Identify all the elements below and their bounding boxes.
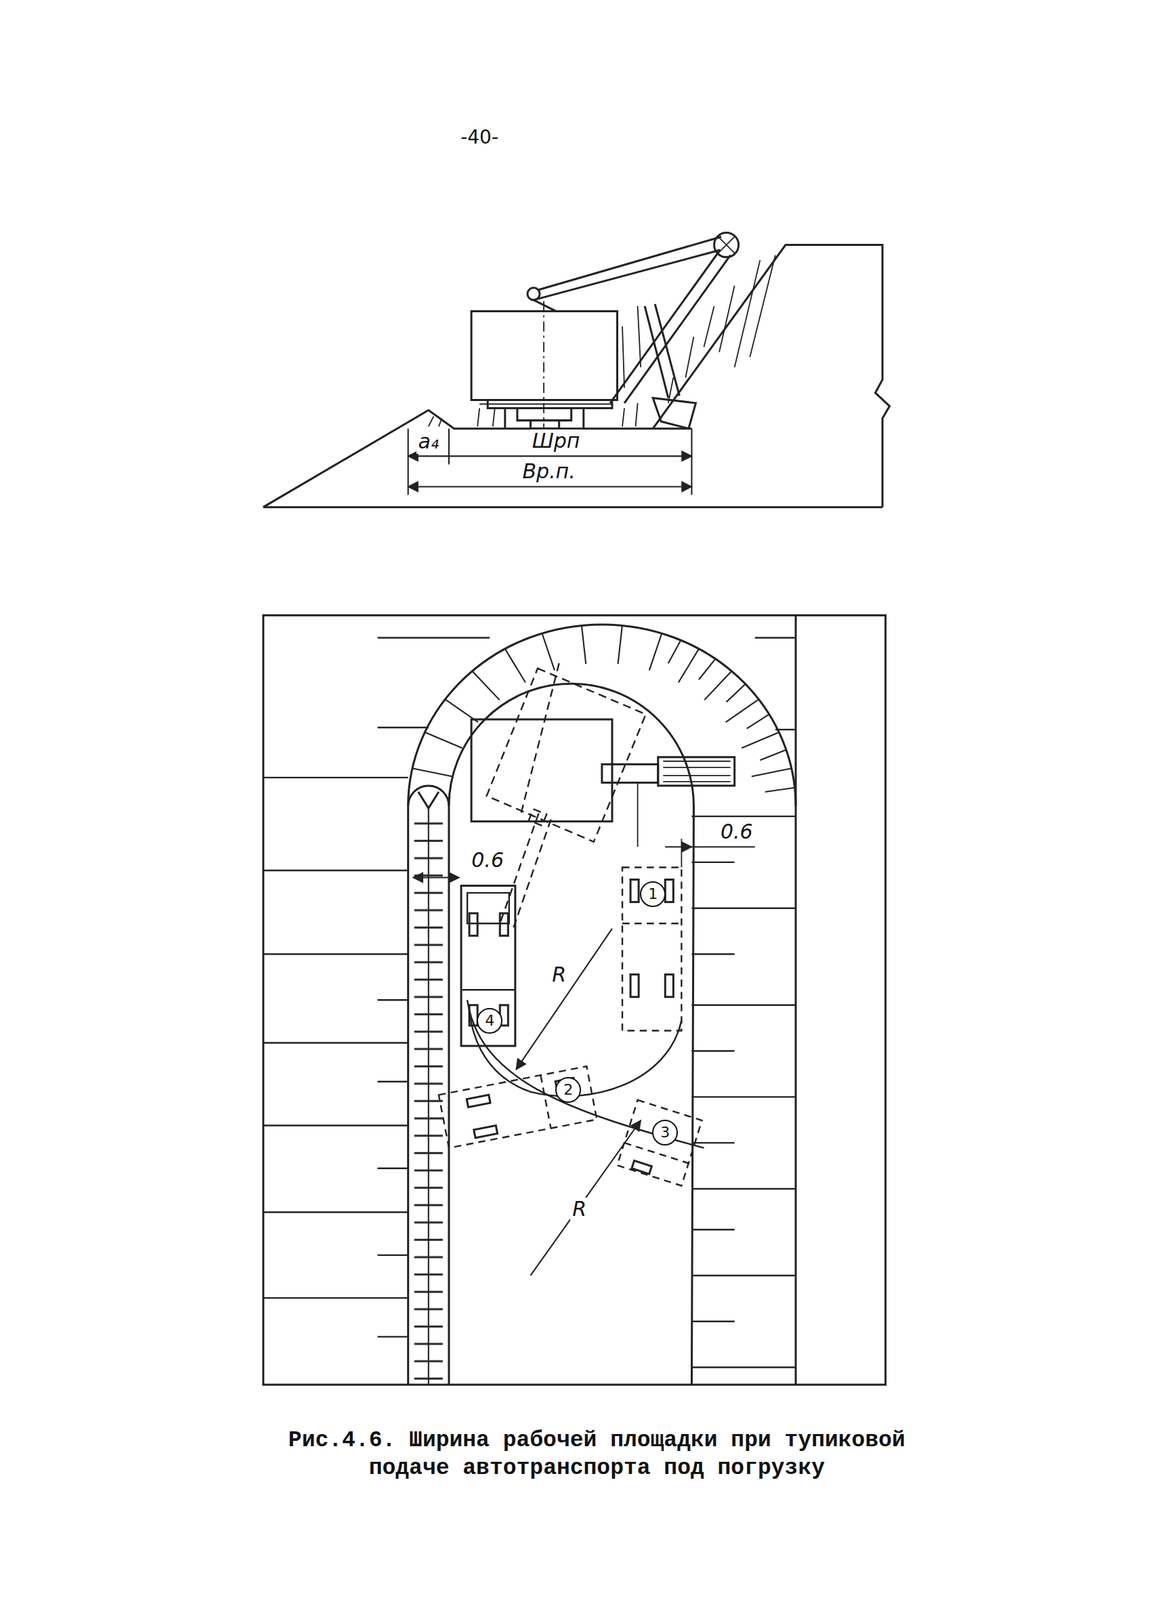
clearance-label: 0.6 <box>469 848 506 873</box>
dimension-label: Вр.п. <box>520 459 577 484</box>
callout-number: 3 <box>660 1124 670 1140</box>
dimension-label: a₄ <box>416 430 441 454</box>
callout-number: 4 <box>484 1013 495 1028</box>
callout-circle: 3 <box>652 1119 678 1146</box>
callout-number: 2 <box>563 1082 573 1098</box>
page-number: -40- <box>458 126 501 149</box>
plan-view <box>263 614 886 1385</box>
dimension-label: Шрп <box>530 429 583 454</box>
figure-caption: Рис.4.6. Ширина рабочей площадки при туп… <box>264 1426 929 1483</box>
callout-circle: 1 <box>639 881 666 907</box>
callout-number: 1 <box>648 886 658 902</box>
radius-label: R <box>570 1197 589 1221</box>
radius-label: R <box>549 962 569 987</box>
callout-circle: 4 <box>476 1007 503 1034</box>
section-view <box>263 232 890 507</box>
clearance-label: 0.6 <box>718 820 756 844</box>
callout-circle: 2 <box>555 1076 582 1103</box>
